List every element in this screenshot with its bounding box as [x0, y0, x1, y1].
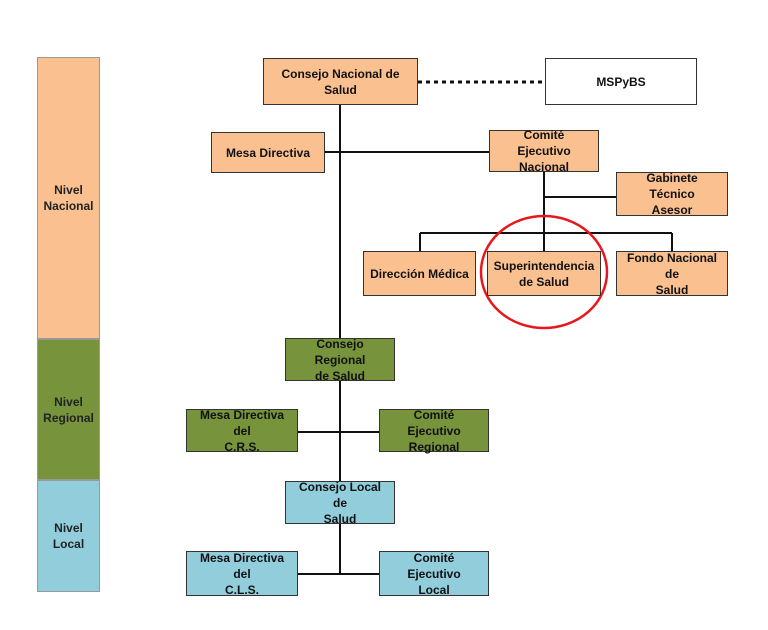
level-band-regional: Nivel Regional — [37, 339, 100, 480]
node-mesa-directiva-cls: Mesa Directiva del C.L.S. — [186, 551, 298, 597]
node-consejo-regional: Consejo Regional de Salud — [285, 337, 395, 383]
node-comite-ejecutivo-nacional: Comité Ejecutivo Nacional — [489, 128, 599, 174]
highlight-circle — [479, 214, 609, 330]
node-comite-ejecutivo-regional: Comité Ejecutivo Regional — [379, 408, 489, 454]
node-superintendencia: Superintendencia de Salud — [487, 251, 601, 296]
node-fondo-nacional: Fondo Nacional de Salud — [616, 251, 728, 297]
node-gabinete-tecnico: Gabinete Técnico Asesor — [616, 171, 728, 217]
node-consejo-local: Consejo Local de Salud — [285, 480, 395, 526]
node-mesa-directiva-crs: Mesa Directiva del C.R.S. — [186, 408, 298, 454]
node-mspybs: MSPyBS — [545, 58, 697, 105]
level-band-nacional: Nivel Nacional — [37, 57, 100, 339]
node-consejo-nacional: Consejo Nacional de Salud — [263, 58, 418, 105]
level-band-local: Nivel Local — [37, 480, 100, 592]
node-mesa-directiva: Mesa Directiva — [211, 132, 325, 173]
node-direccion-medica: Dirección Médica — [363, 251, 476, 296]
node-comite-ejecutivo-local: Comité Ejecutivo Local — [379, 551, 489, 597]
